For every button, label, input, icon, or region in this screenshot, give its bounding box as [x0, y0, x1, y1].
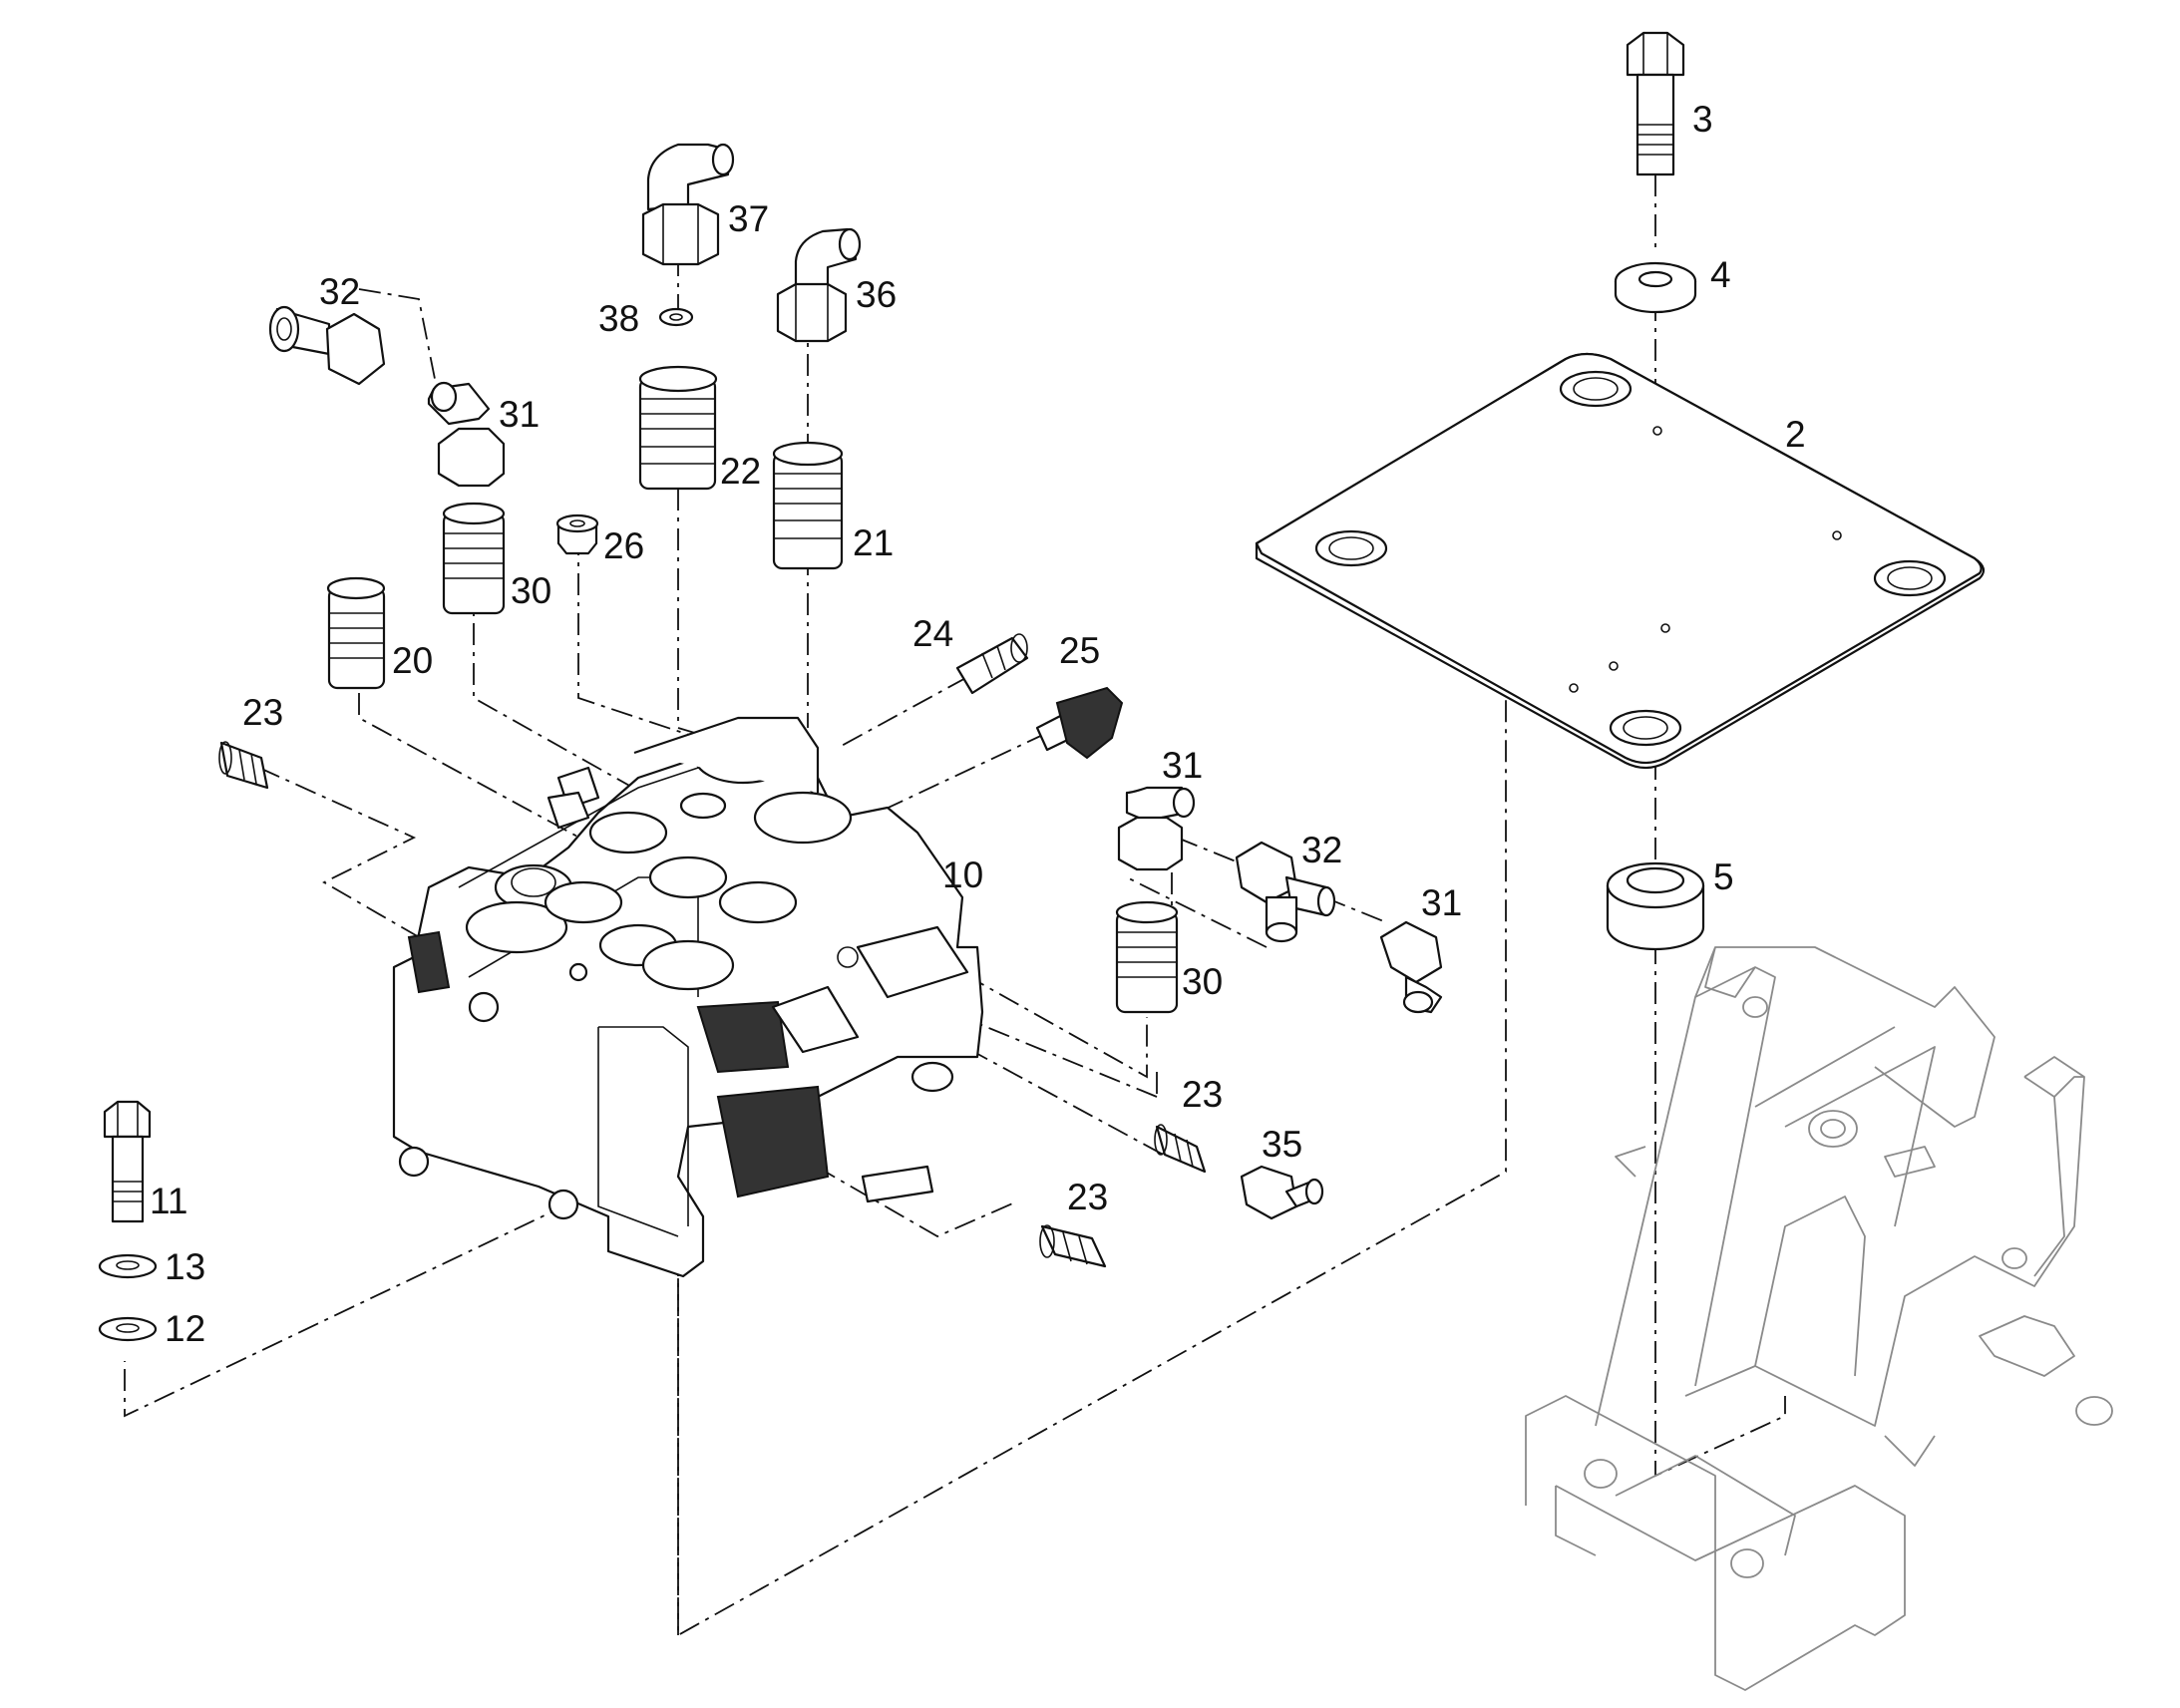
fitting-23-lower — [1039, 1224, 1107, 1268]
bolt-11 — [103, 1100, 152, 1223]
elbow-fitting-37 — [641, 143, 735, 266]
bush-5 — [1606, 861, 1705, 951]
callout-13: 13 — [165, 1246, 205, 1287]
callout-2: 2 — [1785, 414, 1806, 455]
callout-23-middle: 23 — [1182, 1074, 1223, 1115]
callout-10: 10 — [942, 854, 983, 895]
washer-38 — [658, 307, 694, 327]
callout-11: 11 — [150, 1181, 187, 1221]
fitting-23-left — [218, 741, 269, 790]
callout-38: 38 — [598, 298, 639, 339]
adapter-30-lower — [1115, 900, 1179, 1014]
mounting-plate-2 — [1255, 352, 1986, 770]
callout-25: 25 — [1059, 630, 1100, 671]
elbow-fitting-31-upper — [427, 381, 506, 488]
washer-4 — [1614, 261, 1697, 314]
tee-fitting-32-upper — [268, 305, 386, 386]
callout-21: 21 — [853, 522, 894, 563]
callout-5: 5 — [1713, 856, 1734, 897]
adapter-21 — [772, 441, 844, 570]
adapter-30-upper — [442, 502, 506, 615]
callout-23-left: 23 — [242, 692, 283, 733]
callout-31-upper: 31 — [499, 394, 540, 435]
callout-12: 12 — [165, 1308, 205, 1349]
bolt-3 — [1626, 31, 1685, 176]
callout-30-upper: 30 — [511, 570, 551, 611]
callout-26: 26 — [603, 525, 644, 566]
elbow-fitting-35 — [1240, 1165, 1324, 1220]
tee-fitting-32-right — [1235, 841, 1336, 943]
callout-24: 24 — [912, 613, 953, 654]
cap-25 — [1035, 686, 1124, 760]
callout-37: 37 — [728, 198, 769, 239]
callout-32-right: 32 — [1301, 830, 1342, 870]
callout-31-lower: 31 — [1421, 882, 1462, 923]
plug-26 — [555, 513, 599, 555]
callout-31-right: 31 — [1162, 745, 1203, 786]
loader-frame — [1525, 946, 2113, 1691]
callout-30-lower: 30 — [1182, 961, 1223, 1002]
adapter-20 — [326, 576, 386, 690]
callout-35: 35 — [1262, 1124, 1302, 1165]
elbow-fitting-31-lower — [1379, 920, 1443, 1014]
callout-20: 20 — [392, 640, 433, 681]
elbow-fitting-36 — [776, 227, 862, 343]
callout-4: 4 — [1710, 254, 1731, 295]
washer-12 — [98, 1316, 158, 1342]
callout-36: 36 — [856, 274, 897, 315]
fitting-24 — [955, 633, 1029, 695]
control-valve-10 — [392, 716, 984, 1278]
elbow-fitting-31-right — [1117, 786, 1196, 871]
callout-23-lower: 23 — [1067, 1177, 1108, 1217]
callout-22: 22 — [720, 451, 761, 492]
callout-32-upper: 32 — [319, 271, 360, 312]
fitting-23-middle — [1154, 1124, 1207, 1174]
callout-labels: 3 4 2 5 37 36 38 32 31 22 21 26 30 20 24… — [150, 99, 1806, 1349]
washer-13 — [98, 1253, 158, 1279]
callout-3: 3 — [1692, 99, 1713, 140]
adapter-22 — [638, 365, 718, 491]
